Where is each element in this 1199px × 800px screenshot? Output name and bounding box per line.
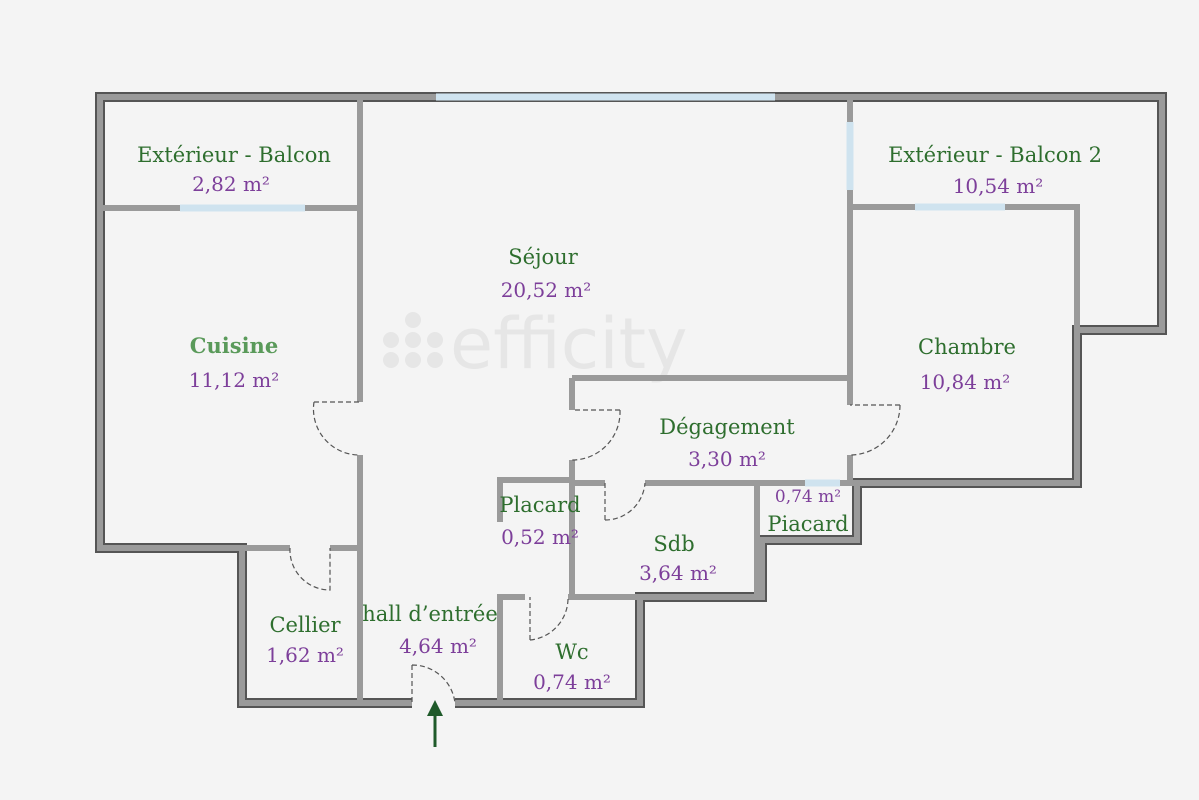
svg-text:10,84 m²: 10,84 m²	[920, 370, 1011, 394]
svg-text:Placard: Placard	[499, 493, 580, 517]
svg-text:Extérieur - Balcon: Extérieur - Balcon	[137, 143, 331, 167]
watermark-logo-icon	[383, 312, 443, 368]
watermark: efficity	[450, 303, 688, 385]
room-wc: Wc 0,74 m²	[533, 640, 611, 694]
svg-text:Dégagement: Dégagement	[659, 415, 795, 439]
room-piacard: 0,74 m² Piacard	[767, 487, 848, 536]
room-chambre: Chambre 10,84 m²	[918, 335, 1016, 394]
svg-text:4,64 m²: 4,64 m²	[399, 634, 477, 658]
room-sejour: Séjour 20,52 m²	[501, 245, 592, 302]
svg-text:3,30 m²: 3,30 m²	[688, 447, 766, 471]
svg-text:hall d’entrée: hall d’entrée	[362, 602, 498, 626]
door-openings	[290, 402, 856, 709]
svg-text:Séjour: Séjour	[508, 245, 578, 269]
svg-text:Wc: Wc	[555, 640, 588, 664]
svg-text:20,52 m²: 20,52 m²	[501, 278, 592, 302]
room-balcon-2: Extérieur - Balcon 2 10,54 m²	[888, 143, 1102, 198]
room-balcon: Extérieur - Balcon 2,82 m²	[137, 143, 331, 196]
svg-text:2,82 m²: 2,82 m²	[192, 172, 270, 196]
room-cellier: Cellier 1,62 m²	[266, 613, 344, 667]
room-cuisine: Cuisine 11,12 m²	[189, 333, 280, 392]
svg-text:10,54 m²: 10,54 m²	[953, 174, 1044, 198]
door-swings	[289, 401, 901, 704]
svg-text:Extérieur - Balcon 2: Extérieur - Balcon 2	[888, 143, 1102, 167]
svg-text:Chambre: Chambre	[918, 335, 1016, 359]
windows	[180, 93, 1005, 487]
entry-arrow-icon	[427, 700, 443, 747]
svg-text:3,64 m²: 3,64 m²	[639, 561, 717, 585]
svg-text:0,52 m²: 0,52 m²	[501, 525, 579, 549]
room-placard: Placard 0,52 m²	[499, 493, 580, 549]
room-degagement: Dégagement 3,30 m²	[659, 415, 795, 471]
svg-text:Piacard: Piacard	[767, 512, 848, 536]
svg-text:Cuisine: Cuisine	[190, 333, 278, 358]
svg-text:Sdb: Sdb	[653, 532, 694, 556]
svg-text:Cellier: Cellier	[269, 613, 341, 637]
svg-text:11,12 m²: 11,12 m²	[189, 368, 280, 392]
room-sdb: Sdb 3,64 m²	[639, 532, 717, 585]
svg-text:1,62 m²: 1,62 m²	[266, 643, 344, 667]
svg-text:0,74 m²: 0,74 m²	[533, 670, 611, 694]
room-hall-entree: hall d’entrée 4,64 m²	[362, 602, 498, 658]
svg-text:0,74 m²: 0,74 m²	[775, 487, 841, 507]
